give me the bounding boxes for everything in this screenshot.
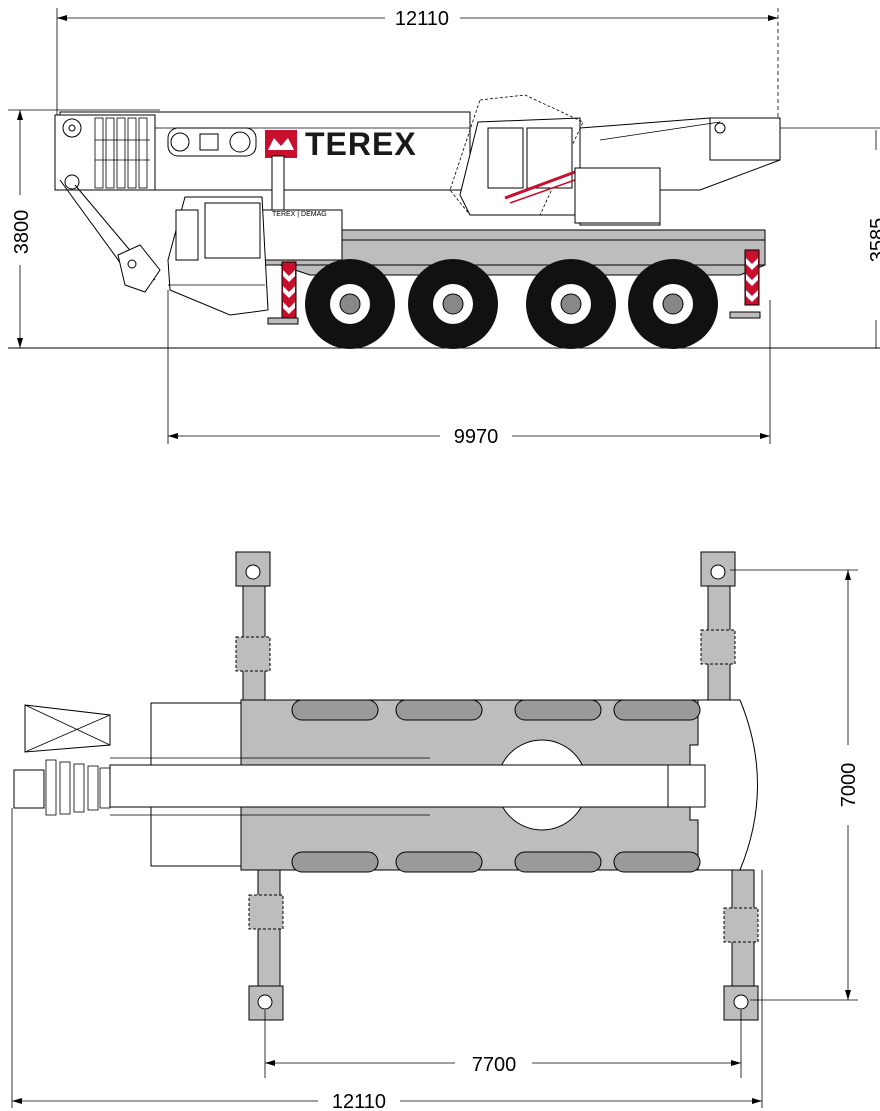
side-height-right-dimension: 3585 [780, 127, 880, 348]
side-height-right-label: 3585 [867, 218, 880, 263]
wheel-1 [305, 259, 395, 349]
top-length-dimension: 12110 [11, 808, 763, 1111]
side-length-dimension: 12110 [56, 8, 779, 128]
wheel-4 [628, 259, 718, 349]
side-wheelbase-label: 9970 [454, 426, 499, 448]
top-boom [13, 704, 706, 816]
cab-badge-text: TEREX | DEMAG [272, 211, 327, 218]
top-span-dimension: 7700 [264, 1010, 742, 1078]
terex-logo-text: TEREX [305, 126, 417, 162]
top-span-label: 7700 [472, 1054, 517, 1076]
side-height-dimension: 3800 [8, 109, 160, 348]
wheel-3 [526, 259, 616, 349]
top-length-label: 12110 [332, 1091, 386, 1111]
wheel-2 [408, 259, 498, 349]
side-length-label: 12110 [395, 8, 449, 30]
side-view: 12110 3800 3585 [8, 8, 880, 448]
top-width-dimension: 7000 [730, 569, 860, 1001]
crane-boom: TEREX [54, 111, 471, 293]
driver-cab [167, 196, 269, 316]
top-tires [291, 699, 701, 873]
terex-logo-badge [265, 130, 297, 158]
outriggers [235, 551, 759, 1021]
top-width-label: 7000 [838, 763, 860, 808]
side-height-label: 3800 [11, 210, 33, 255]
crane-operator-cab [449, 94, 781, 226]
side-wheels [305, 259, 718, 349]
side-wheelbase-dimension: 9970 [167, 290, 771, 448]
top-view: 7000 7700 12110 [11, 551, 860, 1111]
